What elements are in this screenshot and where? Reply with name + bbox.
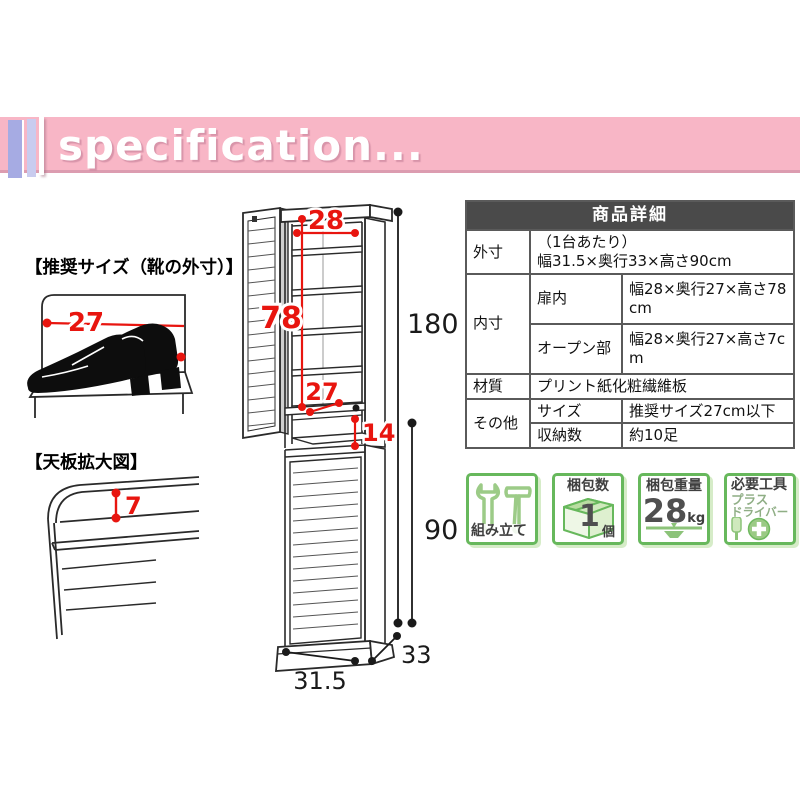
package-weight-label: 梱包重量 bbox=[646, 478, 702, 494]
banner-accent-bar-white bbox=[39, 117, 44, 175]
package-weight-unit: kg bbox=[687, 511, 706, 526]
screwdriver-icon bbox=[731, 517, 771, 541]
table-row: オープン部 幅28×奥行27×高さ7cm bbox=[466, 322, 795, 375]
material-value: プリント紙化粧繊維板 bbox=[529, 372, 795, 400]
dim-31-5-label: 31.5 bbox=[293, 667, 346, 695]
topboard-heading: 【天板拡大図】 bbox=[25, 453, 148, 473]
door-knob bbox=[252, 216, 257, 222]
package-count-value: 1 bbox=[579, 499, 600, 534]
rail-inner-edge bbox=[55, 483, 200, 524]
table-row: 内寸 扉内 幅28×奥行27×高さ78cm bbox=[465, 272, 795, 375]
banner-accent-bar-lavender bbox=[27, 119, 36, 177]
outer-value-line1: （1台あたり） bbox=[537, 233, 637, 252]
outer-dimension-value: （1台あたり） 幅31.5×奥行33×高さ90cm bbox=[529, 229, 795, 275]
row-label-outer: 外寸 bbox=[465, 229, 531, 275]
dim-27-right-dot bbox=[176, 352, 186, 362]
shoe-size-diagram: 27 bbox=[27, 294, 194, 418]
crown-side bbox=[369, 203, 393, 223]
dim-33-label: 33 bbox=[401, 641, 432, 669]
package-box-icon bbox=[563, 498, 614, 539]
package-weight-badge: 梱包重量 28kg bbox=[638, 473, 710, 545]
shoe-highlight-lines bbox=[41, 335, 144, 378]
row-label-inner: 内寸 bbox=[465, 272, 531, 375]
table-row: 外寸 （1台あたり） 幅31.5×奥行33×高さ90cm bbox=[465, 229, 795, 275]
shelf-legs bbox=[34, 393, 184, 418]
open-door-face bbox=[242, 206, 281, 440]
other-size-label: サイズ bbox=[529, 397, 623, 425]
other-capacity-label: 収納数 bbox=[529, 422, 623, 449]
other-size-value: 推奨サイズ27cm以下 bbox=[621, 397, 795, 425]
shoe-size-heading: 【推奨サイズ（靴の外寸）】 bbox=[25, 258, 244, 278]
gap-surface bbox=[291, 432, 384, 445]
shoe-dim-27-label: 27 bbox=[68, 308, 104, 338]
banner-title: specification... bbox=[58, 121, 424, 170]
gap-back-line bbox=[291, 414, 363, 421]
table-title: 商品詳細 bbox=[465, 199, 795, 232]
shoe-silhouette bbox=[27, 323, 181, 396]
outer-value-line2: 幅31.5×奥行33×高さ90cm bbox=[537, 252, 732, 270]
board-bottom-line bbox=[51, 537, 200, 551]
dim-180-label: 180 bbox=[407, 309, 459, 340]
scale-icon bbox=[646, 523, 702, 538]
dim-78-label: 78 bbox=[260, 301, 302, 336]
cabinet-line-drawing: 28 78 27 14 180 90 31.5 33 bbox=[242, 203, 459, 695]
required-tools-badge: 必要工具 プラス ドライバー bbox=[724, 473, 796, 545]
package-weight-value: 28 bbox=[642, 492, 688, 530]
louver-lines bbox=[61, 559, 157, 611]
rail-dim-7-label: 7 bbox=[125, 492, 142, 520]
specification-banner bbox=[0, 117, 800, 173]
inner-open-value: 幅28×奥行27×高さ7cm bbox=[621, 322, 795, 375]
lower-rails bbox=[284, 444, 366, 647]
package-count-label: 梱包数 bbox=[567, 478, 609, 494]
shelf-corner-dot bbox=[352, 404, 360, 412]
rail-outer-edge bbox=[47, 476, 200, 520]
lower-side-panel bbox=[364, 444, 386, 646]
inner-door-value: 幅28×奥行27×高さ78cm bbox=[621, 272, 795, 325]
inner-door-label: 扉内 bbox=[529, 272, 623, 325]
board-top-line bbox=[51, 530, 200, 544]
package-weight-value-row: 28kg bbox=[641, 495, 707, 527]
dim-27-label: 27 bbox=[305, 378, 338, 406]
product-detail-table: 商品詳細 外寸 （1台あたり） 幅31.5×奥行33×高さ90cm 内寸 扉内 … bbox=[465, 199, 795, 449]
lower-door-frame bbox=[289, 456, 362, 645]
row-label-material: 材質 bbox=[465, 372, 531, 400]
rail-bottom-edge bbox=[59, 510, 200, 523]
dim-14-label: 14 bbox=[362, 419, 395, 447]
table-row: 材質 プリント紙化粧繊維板 bbox=[465, 372, 795, 400]
tools-line2: プラス bbox=[731, 491, 769, 507]
left-front-edge bbox=[47, 518, 63, 640]
table-row: その他 サイズ 推奨サイズ27cm以下 bbox=[465, 397, 795, 449]
inner-open-label: オープン部 bbox=[529, 322, 623, 375]
dim-28-label: 28 bbox=[308, 206, 344, 236]
topboard-diagram: 7 bbox=[47, 476, 200, 640]
package-count-badge: 梱包数 1 個 bbox=[552, 473, 624, 545]
table-row: 収納数 約10足 bbox=[466, 422, 795, 449]
dim-90-label: 90 bbox=[424, 515, 458, 546]
banner-accent-bar-purple bbox=[8, 120, 22, 178]
assembly-badge: 組み立て bbox=[466, 473, 538, 545]
row-label-other: その他 bbox=[465, 397, 531, 449]
open-door-louvers bbox=[247, 227, 276, 427]
assembly-label: 組み立て bbox=[471, 523, 527, 540]
required-tools-text: 必要工具 プラス ドライバー bbox=[731, 478, 788, 519]
upper-side-panel bbox=[364, 217, 386, 448]
lower-door-louvers bbox=[292, 467, 359, 630]
other-capacity-value: 約10足 bbox=[621, 422, 795, 449]
feature-badges: 組み立て 梱包数 1 個 梱包重量 28kg bbox=[466, 473, 796, 545]
tools-label: 必要工具 bbox=[731, 477, 787, 493]
tools-line3: ドライバー bbox=[731, 505, 789, 520]
package-count-unit: 個 bbox=[601, 525, 615, 540]
